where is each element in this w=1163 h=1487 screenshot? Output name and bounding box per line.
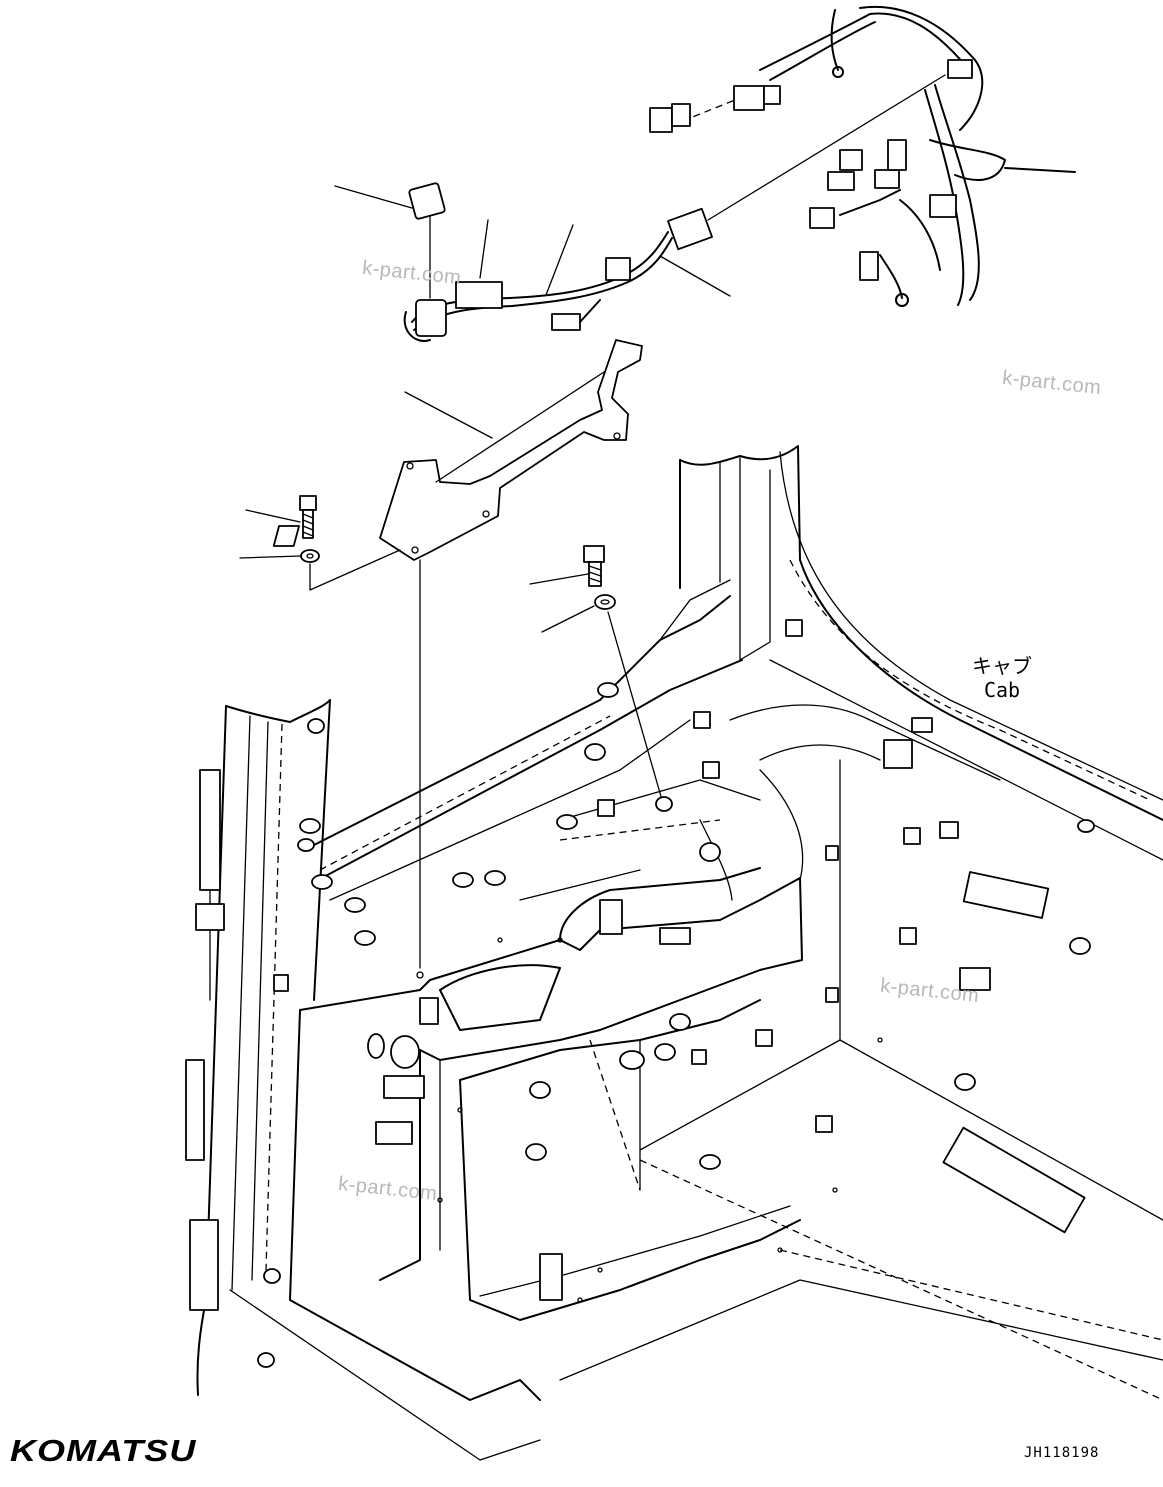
cab-label-japanese: キャブ bbox=[972, 654, 1032, 678]
drawing-code: JH118198 bbox=[1024, 1445, 1100, 1461]
cab-label-english: Cab bbox=[983, 678, 1021, 702]
komatsu-logo: KOMATSU bbox=[10, 1433, 197, 1468]
main-wire-harness bbox=[650, 7, 1075, 306]
bolt-left bbox=[246, 496, 316, 538]
bolt-right bbox=[530, 546, 604, 586]
mounting-bracket bbox=[274, 340, 642, 968]
sub-wire-harness bbox=[335, 75, 945, 341]
cab-label: キャブ Cab bbox=[962, 654, 1042, 702]
cab-frame bbox=[186, 446, 1163, 1460]
washer-left bbox=[240, 550, 400, 590]
washer-right bbox=[542, 595, 662, 800]
